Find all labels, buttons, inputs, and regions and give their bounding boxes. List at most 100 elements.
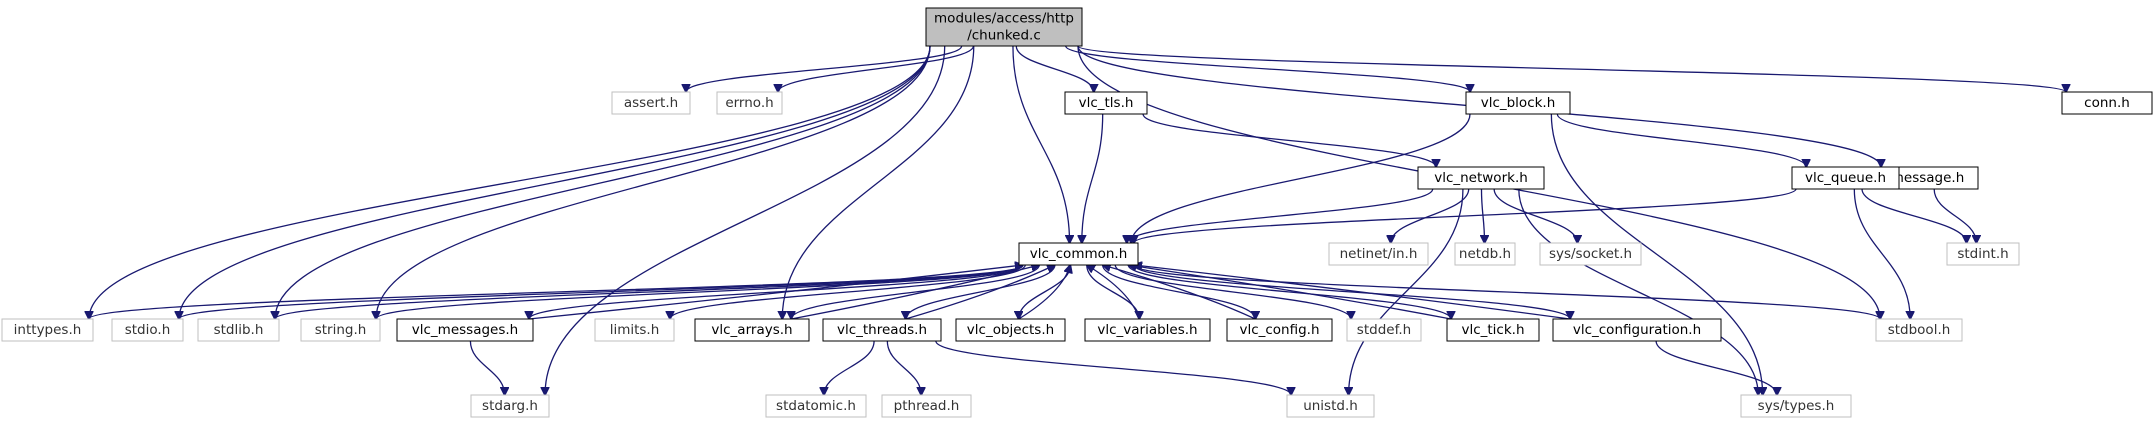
edge-vlc_common-to-inttypes — [89, 264, 1024, 319]
edges-layer — [89, 45, 2066, 395]
node-stdarg: stdarg.h — [470, 394, 550, 418]
edge-vlc_common-to-string — [376, 264, 1024, 319]
node-label-unistd: unistd.h — [1303, 398, 1358, 414]
node-vlc_objects[interactable]: vlc_objects.h — [955, 318, 1066, 342]
node-vlc_config[interactable]: vlc_config.h — [1226, 318, 1333, 342]
edge-root-to-stdlib — [275, 45, 931, 319]
node-label-stdarg: stdarg.h — [482, 398, 538, 414]
node-vlc_configuration[interactable]: vlc_configuration.h — [1552, 318, 1722, 342]
node-box-vlc_configuration — [1552, 318, 1722, 342]
node-vlc_common[interactable]: vlc_common.h — [1018, 242, 1139, 266]
edge-root-to-conn — [1077, 45, 2066, 92]
node-box-vlc_queue — [1791, 166, 1900, 190]
edge-vlc_messages-to-stdarg — [469, 340, 504, 395]
edge-vlc_variables-to-vlc_common — [1087, 265, 1140, 320]
node-label-vlc_tls: vlc_tls.h — [1079, 95, 1134, 111]
edge-root-to-stdarg — [545, 45, 946, 395]
node-inttypes: inttypes.h — [1, 318, 94, 342]
node-box-stdarg — [470, 394, 550, 418]
edge-vlc_common-to-vlc_arrays — [791, 264, 1040, 319]
node-box-vlc_tls — [1064, 91, 1148, 115]
node-box-vlc_arrays — [694, 318, 810, 342]
node-vlc_variables[interactable]: vlc_variables.h — [1084, 318, 1211, 342]
node-vlc_tls[interactable]: vlc_tls.h — [1064, 91, 1148, 115]
edge-vlc_common-to-stdlib — [275, 264, 1024, 319]
edge-vlc_threads-to-unistd — [935, 340, 1291, 395]
node-box-root — [925, 7, 1083, 47]
node-label-pthread: pthread.h — [894, 398, 960, 414]
node-label-message: message.h — [1891, 170, 1965, 186]
edge-vlc_block-to-vlc_queue — [1556, 113, 1806, 167]
edge-root-to-stdio — [179, 45, 931, 319]
edge-root-to-string — [376, 45, 931, 319]
edge-vlc_arrays-to-vlc_common — [791, 265, 1039, 320]
node-box-vlc_network — [1417, 166, 1545, 190]
edge-vlc_network-to-netdb — [1481, 188, 1484, 243]
edge-vlc_threads-to-stdatomic — [824, 340, 875, 395]
node-box-vlc_common — [1018, 242, 1139, 266]
edge-vlc_block-to-systypes — [1550, 113, 1762, 395]
node-box-errno — [716, 91, 783, 115]
node-label-stdatomic: stdatomic.h — [776, 398, 856, 414]
node-label-vlc_queue: vlc_queue.h — [1805, 170, 1886, 186]
node-box-conn — [2061, 91, 2153, 115]
edge-root-to-vlc_common — [1012, 45, 1070, 243]
edge-vlc_threads-to-pthread — [886, 340, 921, 395]
node-label-vlc_config: vlc_config.h — [1239, 322, 1319, 338]
node-label-stdbool: stdbool.h — [1888, 322, 1951, 338]
node-syssocket: sys/socket.h — [1539, 242, 1642, 266]
edge-message-to-stdint — [1933, 188, 1976, 243]
edge-root-to-inttypes — [89, 45, 931, 319]
node-box-vlc_objects — [955, 318, 1066, 342]
node-message[interactable]: message.h — [1876, 166, 1979, 190]
edge-vlc_common-to-stddef — [1114, 264, 1351, 319]
node-box-pthread — [881, 394, 972, 418]
node-netdb: netdb.h — [1454, 242, 1516, 266]
node-label-netdb: netdb.h — [1459, 246, 1511, 262]
node-pthread: pthread.h — [881, 394, 972, 418]
node-stddef: stddef.h — [1346, 318, 1422, 342]
node-label-inttypes: inttypes.h — [14, 322, 82, 338]
node-label-root: /chunked.c — [967, 28, 1041, 44]
edge-vlc_tick-to-vlc_common — [1128, 265, 1452, 320]
node-vlc_block[interactable]: vlc_block.h — [1465, 91, 1571, 115]
node-label-stdio: stdio.h — [125, 322, 171, 338]
node-label-conn: conn.h — [2084, 95, 2130, 111]
node-box-vlc_threads — [822, 318, 942, 342]
node-box-assert — [611, 91, 691, 115]
edge-vlc_block-to-vlc_common — [1131, 113, 1471, 243]
node-label-vlc_messages: vlc_messages.h — [412, 322, 518, 338]
node-box-limits — [594, 318, 675, 342]
edge-vlc_objects-to-vlc_common — [1018, 265, 1071, 320]
node-label-vlc_arrays: vlc_arrays.h — [711, 322, 792, 338]
node-vlc_tick[interactable]: vlc_tick.h — [1446, 318, 1540, 342]
edge-vlc_configuration-to-systypes — [1655, 340, 1777, 395]
edge-root-to-vlc_block — [1065, 45, 1470, 92]
edge-root-to-vlc_arrays — [782, 45, 975, 319]
node-vlc_threads[interactable]: vlc_threads.h — [822, 318, 942, 342]
node-limits: limits.h — [594, 318, 675, 342]
node-label-vlc_block: vlc_block.h — [1481, 95, 1556, 111]
node-string: string.h — [300, 318, 381, 342]
node-vlc_queue[interactable]: vlc_queue.h — [1791, 166, 1900, 190]
node-box-stdint — [1946, 242, 2020, 266]
node-vlc_arrays[interactable]: vlc_arrays.h — [694, 318, 810, 342]
node-box-unistd — [1286, 394, 1375, 418]
node-stdatomic: stdatomic.h — [765, 394, 867, 418]
node-systypes: sys/types.h — [1740, 394, 1852, 418]
node-vlc_messages[interactable]: vlc_messages.h — [396, 318, 534, 342]
edge-vlc_queue-to-stdint — [1861, 188, 1967, 243]
edge-vlc_common-to-vlc_threads — [906, 264, 1056, 319]
node-vlc_network[interactable]: vlc_network.h — [1417, 166, 1545, 190]
node-conn[interactable]: conn.h — [2061, 91, 2153, 115]
edge-vlc_configuration-to-vlc_common — [1134, 265, 1571, 320]
edge-vlc_common-to-vlc_config — [1101, 264, 1256, 319]
node-root[interactable]: modules/access/http/chunked.c — [925, 7, 1083, 47]
node-label-syssocket: sys/socket.h — [1549, 246, 1632, 262]
edge-vlc_messages-to-vlc_common — [528, 265, 1023, 320]
node-box-string — [300, 318, 381, 342]
edge-vlc_threads-to-vlc_common — [905, 265, 1055, 320]
node-label-errno: errno.h — [725, 95, 773, 111]
